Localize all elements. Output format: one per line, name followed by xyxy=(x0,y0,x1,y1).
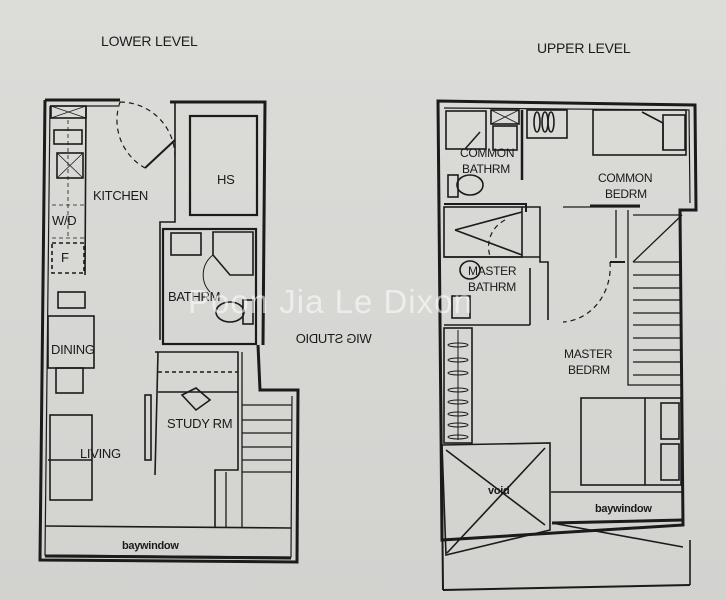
common-bathrm-label-2: BATHRM xyxy=(462,162,510,176)
common-bedrm-label-1: COMMON xyxy=(598,171,653,185)
living-label: LIVING xyxy=(80,446,121,461)
lower-level-title: LOWER LEVEL xyxy=(101,33,198,49)
studio-text: WIG STUDIO xyxy=(296,331,372,346)
hs-label: HS xyxy=(217,172,235,187)
wd-label: W/D xyxy=(52,213,77,228)
master-bedrm-label-2: BEDRM xyxy=(568,363,610,377)
kitchen-label: KITCHEN xyxy=(93,188,148,203)
upper-level-plan xyxy=(436,99,698,591)
upper-baywindow-label: baywindow xyxy=(595,503,652,515)
master-bathrm-label-1: MASTER xyxy=(468,264,517,278)
upper-level-title: UPPER LEVEL xyxy=(537,40,631,56)
mirrored-studio-label: WIG STUDIO xyxy=(296,331,372,346)
master-bathrm-label-2: BATHRM xyxy=(468,280,516,294)
watermark: Poon Jia Le Dixon xyxy=(188,283,473,320)
study-room-label: STUDY RM xyxy=(167,416,233,431)
lower-level-plan xyxy=(38,98,300,564)
common-bedrm-label-2: BEDRM xyxy=(605,187,647,201)
common-bathrm-label-1: COMMON xyxy=(460,146,515,160)
fridge-label: F xyxy=(61,250,69,265)
void-label: void xyxy=(488,485,510,497)
lower-baywindow-label: baywindow xyxy=(122,540,179,552)
dining-label: DINING xyxy=(51,342,95,357)
master-bedrm-label-1: MASTER xyxy=(564,347,613,361)
bathrm-label: BATHRM xyxy=(168,289,221,304)
